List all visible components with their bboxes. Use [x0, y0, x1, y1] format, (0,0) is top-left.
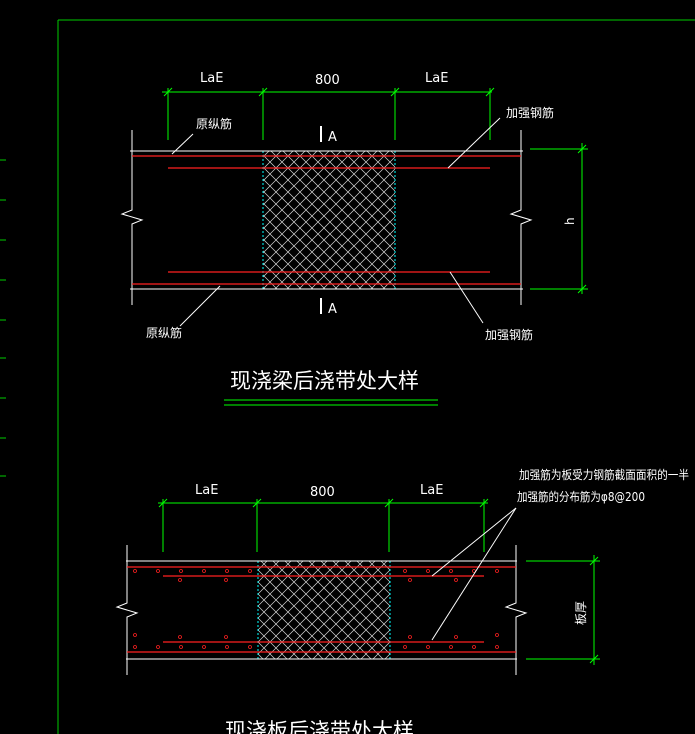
- slab-detail-title: 现浇板后浇带处大样: [225, 719, 414, 734]
- beam-dim-right: LaE: [425, 71, 448, 86]
- beam-section-mark-top: A: [328, 130, 337, 145]
- slab-note-line2: 加强筋的分布筋为φ8@200: [517, 489, 645, 504]
- slab-outline: [115, 545, 528, 675]
- beam-dim-left: LaE: [200, 71, 223, 86]
- slab-thickness-dimension: [526, 555, 600, 665]
- beam-label-reinf-bottom: 加强钢筋: [485, 327, 533, 342]
- slab-distribution-bars: [133, 569, 499, 649]
- beam-dim-mid: 800: [315, 73, 340, 88]
- beam-section-mark-bottom: A: [328, 302, 337, 317]
- left-margin-ticks: [0, 159, 6, 477]
- slab-post-pour-strip: [258, 561, 390, 659]
- slab-dim-left: LaE: [195, 483, 218, 498]
- beam-label-reinf-top: 加强钢筋: [506, 105, 554, 120]
- slab-note-leaders: [431, 507, 517, 641]
- slab-dim-right: LaE: [420, 483, 443, 498]
- beam-dimension-chain: [162, 87, 495, 140]
- slab-dimension-chain: [158, 498, 489, 552]
- beam-detail: LaE 800 LaE A A: [120, 71, 588, 406]
- drawing-frame: [57, 19, 695, 734]
- slab-rebars: [127, 566, 516, 653]
- slab-dim-mid: 800: [310, 485, 335, 500]
- beam-height-label: h: [563, 217, 577, 225]
- beam-detail-title: 现浇梁后浇带处大样: [230, 369, 419, 393]
- slab-detail: LaE 800 LaE: [115, 467, 689, 734]
- beam-label-orig-top: 原纵筋: [196, 116, 232, 131]
- beam-label-orig-bottom: 原纵筋: [146, 325, 182, 340]
- beam-post-pour-strip: [263, 151, 395, 289]
- beam-height-dimension: [530, 143, 588, 294]
- beam-leaders: [171, 117, 501, 327]
- beam-rebars: [132, 155, 521, 285]
- slab-note-line1: 加强筋为板受力钢筋截面面积的一半: [519, 467, 689, 482]
- slab-thickness-label: 板厚: [574, 601, 588, 625]
- beam-outline: [120, 130, 533, 305]
